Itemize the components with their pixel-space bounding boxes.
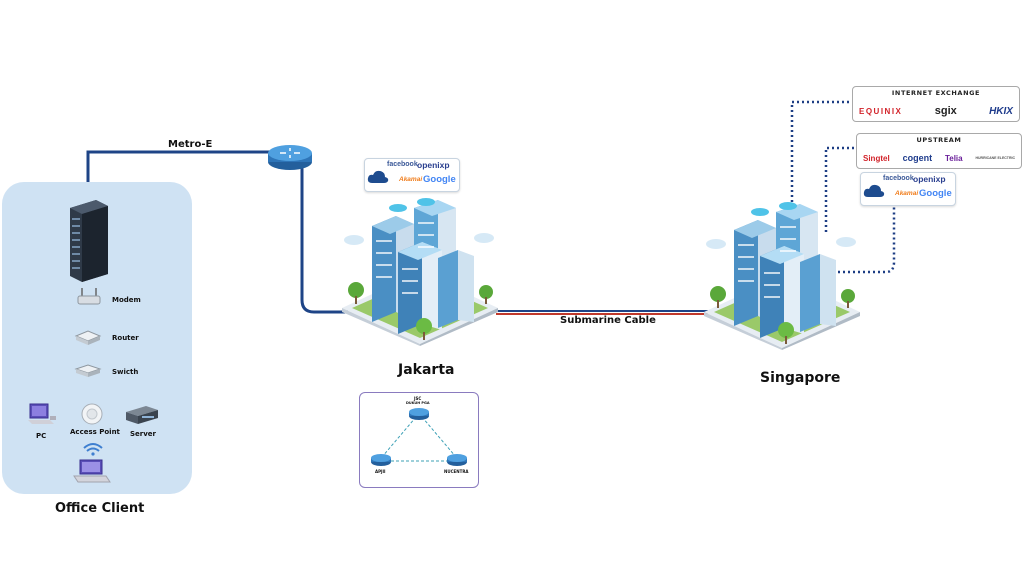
access-point-label: Access Point [70,428,120,436]
metro-e-label: Metro-E [168,139,213,150]
jakarta-uplink-line [300,160,348,314]
akamai-logo: Akamai [895,190,919,197]
wifi-icon [83,443,103,456]
router-icon [74,330,102,345]
pc-icon [28,403,56,424]
topology-router-right-icon [447,454,467,466]
sgix-logo: sgix [934,105,957,117]
server-label: Server [130,430,157,438]
metro-router-icon [268,145,312,170]
singapore-label: Singapore [760,370,841,386]
upstream-logos: Singtel cogent Telia HURRICANE ELECTRIC [863,151,1015,165]
google-logo: Google [423,174,456,185]
cloud-icon [863,184,885,197]
submarine-cable-label: Submarine Cable [560,315,656,326]
facebook-logo: facebook [883,175,914,182]
server-icon [126,406,158,424]
topology-router-top-icon [409,408,429,420]
internet-exchange-box: INTERNET EXCHANGE EQUINIX sgix HKIX [852,86,1020,122]
telia-logo: Telia [944,153,963,163]
access-point-icon [81,403,103,425]
akamai-logo: Akamai [399,176,423,183]
jakarta-label: Jakarta [398,362,455,378]
openixp-logo: openixp [913,174,946,184]
topology-right-node-label: NUCENTRA [444,469,469,474]
internet-exchange-title: INTERNET EXCHANGE [891,89,981,97]
jakarta-datacenter-icon [342,198,498,346]
singtel-logo: Singtel [863,153,890,163]
google-logo: Google [919,188,952,199]
upstream-title: UPSTREAM [916,136,962,144]
modem-label: Modem [112,296,141,304]
router-label: Router [112,334,139,342]
topology-left-node-label: APJII [375,469,386,474]
facebook-logo: facebook [387,161,418,168]
laptop-icon [73,459,111,483]
topology-links [381,416,457,462]
singapore-content-card: facebook openixp Akamai Google [860,172,956,206]
topology-diagram: JSC DUKUH PGA APJII NUCENTRA [359,392,479,488]
switch-icon [74,364,102,377]
ix-dotted-line [790,100,852,212]
switch-label: Swicth [112,368,139,376]
topology-router-left-icon [371,454,391,466]
topology-top-node-sublabel: DUKUH PGA [406,401,430,405]
cloud-icon [367,170,389,183]
jakarta-content-card: facebook openixp Akamai Google [364,158,460,192]
equinix-logo: EQUINIX [859,106,903,116]
office-client-title: Office Client [55,501,145,516]
topology-top-node-label: JSC [414,396,422,401]
singapore-datacenter-icon [704,202,860,350]
hkix-logo: HKIX [989,105,1013,117]
upstream-box: UPSTREAM Singtel cogent Telia HURRICANE … [856,133,1022,169]
cogent-logo: cogent [902,153,933,163]
pc-label: PC [36,432,47,440]
internet-exchange-logos: EQUINIX sgix HKIX [859,104,1013,118]
modem-icon [77,288,101,305]
hurricane-electric-logo: HURRICANE ELECTRIC [975,156,1015,160]
server-rack-icon [70,200,108,282]
openixp-logo: openixp [417,160,450,170]
